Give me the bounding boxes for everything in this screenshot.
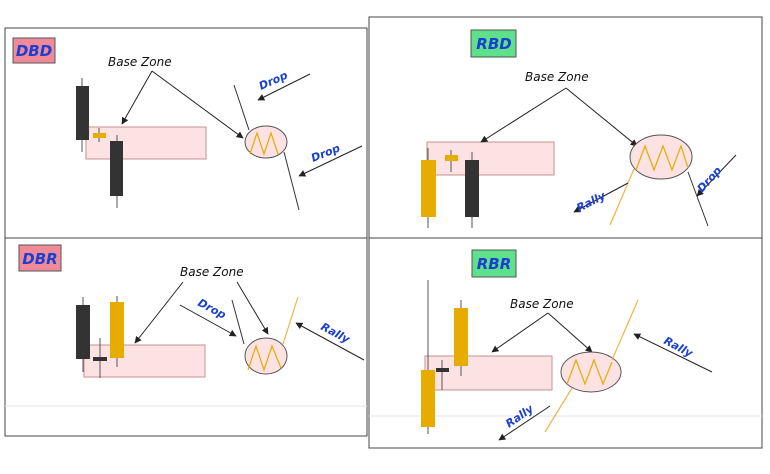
base-zone-rect [424, 355, 553, 391]
bearish-candle [76, 305, 90, 359]
price-zigzag [249, 131, 279, 156]
pattern-label-dbr: DBR [22, 250, 57, 268]
price-drop-line [283, 151, 300, 211]
panel-dbr-frame [4, 237, 368, 437]
pattern-label-rbr: RBR [477, 255, 512, 273]
drop-arrow [179, 304, 237, 337]
bearish-candle [110, 141, 123, 196]
base-zone-arrow [547, 312, 593, 353]
bullish-candle [454, 308, 468, 366]
price-rally-line [611, 299, 639, 361]
rally-arrow [633, 333, 713, 373]
rally-arrow [573, 182, 629, 213]
price-zigzag [566, 358, 613, 386]
price-zigzag [247, 344, 282, 372]
bearish-candle [465, 160, 479, 217]
base-candle [436, 368, 449, 372]
pattern-tag-rbr [471, 249, 517, 278]
base-zone-arrow [236, 281, 269, 335]
base-zone-rect [85, 126, 207, 160]
base-zone-arrow [565, 87, 638, 147]
drop-arrow [298, 145, 363, 177]
panel-dbd: DBD Base Zone Drop Drop [4, 27, 368, 239]
pattern-label-dbd: DBD [16, 42, 52, 60]
base-zone-arrow [151, 70, 244, 139]
base-zone-arrow [134, 281, 184, 344]
base-zone-arrow [480, 87, 567, 143]
bullish-candle [421, 160, 436, 217]
pattern-tag-rbd [470, 29, 517, 58]
price-rally-line [609, 168, 635, 226]
base-zone-ellipse [244, 337, 288, 375]
base-zone-ellipse [629, 134, 693, 180]
base-zone-arrow [121, 70, 153, 125]
base-zone-label: Base Zone [180, 265, 244, 279]
bullish-candle [110, 302, 124, 358]
panel-dbr: DBR Base Zone Drop Rally [4, 237, 368, 437]
base-zone-arrow [491, 312, 549, 353]
panel-rbd: RBD Base Zone Rally Drop [368, 16, 763, 239]
panel-rbr: RBR Base Zone Rally Rally [368, 237, 763, 449]
base-zone-label: Base Zone [525, 70, 589, 84]
price-drop-line [687, 171, 709, 227]
pattern-tag-dbd [12, 37, 56, 64]
drop-arrow [257, 73, 311, 101]
price-drop-line [231, 299, 245, 345]
base-zone-ellipse [244, 125, 288, 159]
base-candle [93, 357, 107, 361]
rally-arrow [295, 322, 365, 361]
base-zone-ellipse [560, 351, 622, 393]
price-rally-line [544, 387, 573, 433]
base-candle [445, 155, 458, 161]
rally-arrow [498, 405, 551, 441]
pattern-label-rbd: RBD [476, 35, 511, 53]
price-rally-line [282, 296, 299, 345]
price-zigzag [635, 144, 689, 172]
price-drop-line [233, 84, 250, 131]
base-zone-label: Base Zone [108, 55, 172, 69]
base-zone-label: Base Zone [510, 297, 574, 311]
bearish-candle [76, 86, 89, 140]
drop-arrow [696, 154, 737, 197]
pattern-tag-dbr [18, 244, 62, 272]
bullish-candle [421, 370, 435, 427]
base-candle [93, 133, 106, 138]
